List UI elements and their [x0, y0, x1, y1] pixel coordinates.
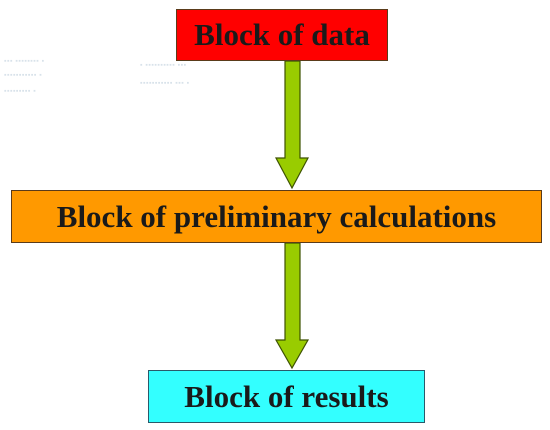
- background-artifact: ▪ ▪▪▪▪▪▪▪▪▪▪ ▪▪▪: [140, 62, 187, 69]
- block-of-data-label: Block of data: [194, 17, 370, 52]
- background-artifact: ▪▪▪ ▪▪▪▪▪▪▪▪ ▪: [4, 58, 45, 65]
- background-artifact: ▪▪▪▪▪▪▪▪▪▪▪ ▪▪▪ ▪: [140, 80, 190, 87]
- block-of-data: Block of data: [176, 9, 388, 61]
- background-artifact: ▪▪▪▪▪▪▪▪▪ ▪: [4, 88, 37, 95]
- block-of-preliminary-calculations-label: Block of preliminary calculations: [56, 198, 497, 234]
- arrow-data-to-preliminary: [275, 60, 309, 190]
- arrow-preliminary-to-results: [274, 242, 310, 370]
- block-of-preliminary-calculations: Block of preliminary calculations: [11, 190, 542, 243]
- block-of-results-label: Block of results: [184, 378, 389, 414]
- block-of-results: Block of results: [148, 370, 425, 423]
- background-artifact: ▪▪▪▪▪▪▪▪▪▪▪ ▪: [4, 72, 43, 79]
